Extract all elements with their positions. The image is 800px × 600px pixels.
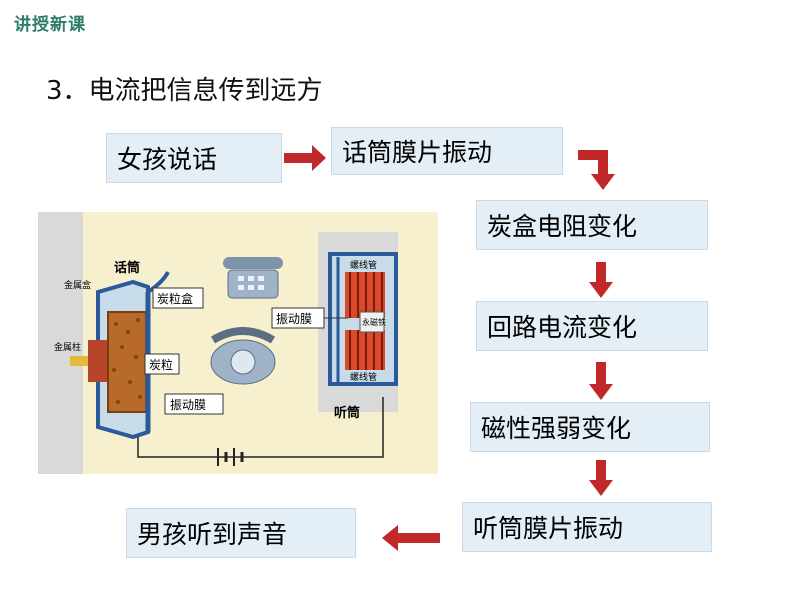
arrow-down-2 [589,362,613,400]
flow-step-mic-diaphragm: 话筒膜片振动 [331,127,563,175]
receiver-label: 听筒 [334,405,360,421]
flow-step-girl-speaks: 女孩说话 [106,133,282,183]
coil-top-label: 螺线管 [350,259,377,271]
metal-box-label: 金属盒 [64,279,91,291]
arrow-down-3 [589,460,613,496]
arrow-right-1 [284,145,326,171]
section-tag: 讲授新课 [14,15,86,35]
magnet-label: 永磁铁 [362,317,386,327]
arrow-down-1 [589,262,613,298]
flow-step-carbon-resistance: 炭盒电阻变化 [476,200,708,250]
desk-phone-icon [223,257,283,299]
flow-step-boy-hears: 男孩听到声音 [126,508,356,558]
carbon-grains-label: 炭粒 [149,357,173,372]
mic-label: 话筒 [114,260,140,276]
arrow-elbow-down [578,150,615,190]
rotary-phone-icon [210,327,276,385]
coil-bottom-label: 螺线管 [350,371,377,383]
arrow-left-1 [382,525,440,551]
carbon-box-label: 炭粒盒 [157,291,193,306]
flow-step-receiver-diaphragm: 听筒膜片振动 [462,502,712,552]
metal-post-label: 金属柱 [54,341,81,353]
receiver-diaphragm-label: 振动膜 [276,312,312,326]
flow-step-loop-current: 回路电流变化 [476,301,708,351]
mic-diaphragm-label: 振动膜 [170,398,206,412]
telephone-diagram: 话筒 金属盒 金属柱 炭粒盒 炭粒 振动膜 振动膜 螺线管 永磁铁 螺线管 听筒 [38,212,438,474]
flow-step-magnetism: 磁性强弱变化 [470,402,710,452]
page-title: 3．电流把信息传到远方 [46,76,323,106]
